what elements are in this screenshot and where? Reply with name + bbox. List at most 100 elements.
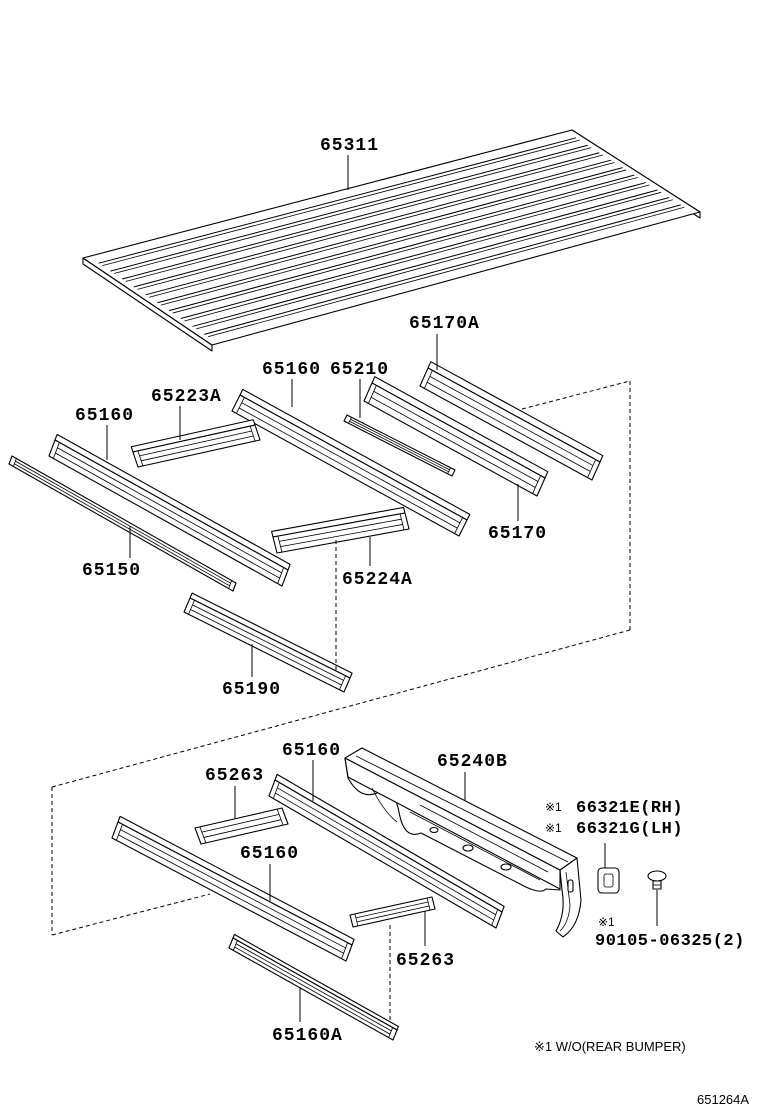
floor-rib — [196, 199, 673, 330]
note-marker: ※1 — [545, 800, 562, 814]
rail-end-cap — [426, 897, 431, 911]
rail-end-cap — [532, 475, 541, 494]
rail-end-cap — [277, 536, 283, 553]
rail-edge-line — [277, 787, 496, 916]
rail-end-cap — [354, 913, 359, 927]
callout-65160A: 65160A — [272, 1026, 343, 1046]
rail-65160-lower-top — [268, 773, 505, 929]
floor-rib — [133, 159, 612, 288]
rail-end-cap — [424, 370, 433, 389]
callout-65160-upper-middle: 65160 — [262, 360, 321, 380]
rail-outline — [272, 512, 410, 554]
plate-65263-upper — [194, 807, 289, 845]
rail-end-cap — [587, 459, 596, 478]
callout-65224A: 65224A — [342, 570, 413, 590]
rail-end-cap — [236, 397, 245, 414]
rail-end-cap — [188, 600, 195, 615]
rail-edge-line — [15, 460, 231, 584]
rail-65190 — [183, 592, 353, 693]
rail-outline — [132, 424, 261, 468]
floor-rib — [137, 162, 615, 290]
callout-66321E-rh: 66321E(RH) — [576, 799, 683, 818]
rail-flange — [189, 592, 353, 679]
strip-65210 — [343, 414, 456, 477]
footnote-without-rear-bumper: ※1 W/O(REAR BUMPER) — [534, 1039, 686, 1054]
rail-end-cap — [277, 567, 285, 584]
rail-edge-line — [275, 792, 494, 921]
rail-edge-line — [355, 901, 429, 919]
group-dashed-lines — [51, 380, 631, 1020]
rail-outline — [183, 597, 351, 693]
rail-edge-line — [241, 402, 461, 524]
rail-end-cap — [272, 782, 280, 799]
rail-edge-line — [370, 396, 536, 488]
rail-65170 — [363, 376, 549, 497]
callout-90105-06325: 90105-06325(2) — [595, 932, 745, 951]
rail-end-cap — [368, 385, 377, 404]
rail-edge-line — [203, 819, 282, 838]
callout-65170: 65170 — [488, 524, 547, 544]
rail-edge-line — [192, 604, 344, 681]
rail-flange — [232, 933, 399, 1031]
bolt-head — [647, 870, 667, 882]
rail-end-cap — [341, 942, 348, 959]
rail-65170A — [419, 361, 604, 481]
crossmember-slot — [567, 879, 574, 893]
rail-end-cap — [348, 417, 352, 424]
floor-rib — [122, 152, 600, 280]
floor-rib — [168, 182, 646, 312]
floor-rib — [160, 177, 638, 306]
floor-rib — [207, 206, 685, 338]
crossmember-web-rib — [371, 787, 398, 823]
leader-lines — [106, 155, 658, 1022]
floor-rib — [125, 154, 603, 282]
floor-rib — [145, 167, 623, 296]
floor-rib — [172, 184, 650, 314]
rail-edge-line — [279, 518, 402, 542]
callout-66321G-lh: 66321G(LH) — [576, 820, 683, 839]
crossmember-web-rib — [419, 804, 549, 873]
rail-end-cap — [276, 808, 284, 826]
rail-edge-line — [429, 375, 594, 466]
rail-edge-line — [235, 943, 392, 1032]
floor-rib — [192, 196, 670, 327]
rail-edge-line — [234, 946, 391, 1035]
rail-end-cap — [12, 458, 17, 467]
callout-65190: 65190 — [222, 680, 281, 700]
rail-end-cap — [399, 513, 405, 530]
callout-65263-lower: 65263 — [396, 951, 455, 971]
callout-65223A: 65223A — [151, 387, 222, 407]
floor-rib — [180, 189, 658, 320]
rail-end-cap — [339, 675, 346, 690]
rail-end-cap — [232, 940, 238, 951]
callout-65311: 65311 — [320, 136, 379, 156]
crossmember-web-rib — [409, 811, 541, 881]
crossmember-bracket-edge — [559, 871, 571, 932]
rail-edge-line — [350, 418, 450, 471]
callout-65210: 65210 — [330, 360, 389, 380]
callout-labels: 65311 65170A 65160 65210 65223A 65160 65… — [75, 136, 749, 1107]
callout-65170A: 65170A — [409, 314, 480, 334]
rail-end-cap — [388, 1027, 394, 1038]
rail-outline — [349, 896, 436, 928]
rail-end-cap — [199, 826, 207, 844]
clip-66321 — [597, 867, 620, 894]
crossmember-65224A — [271, 506, 410, 554]
floor-rib — [102, 139, 580, 266]
callout-65160-lower-top: 65160 — [282, 741, 341, 761]
clip-inner — [603, 873, 614, 888]
crossmember-hole — [500, 863, 512, 871]
floor-rib — [113, 147, 592, 274]
rail-edge-line — [280, 524, 403, 548]
rail-edge-line — [57, 447, 282, 574]
rail-65160-lower-left — [111, 815, 355, 962]
figure-code: 651264A — [697, 1092, 749, 1107]
crossmember-hole — [462, 844, 474, 852]
rail-outline — [228, 937, 398, 1041]
rail-end-cap — [52, 442, 60, 459]
crossmember-top-face — [344, 747, 578, 871]
floor-rib — [110, 144, 588, 272]
rail-edge-line — [349, 420, 449, 473]
crossmember-65223A — [130, 419, 261, 468]
